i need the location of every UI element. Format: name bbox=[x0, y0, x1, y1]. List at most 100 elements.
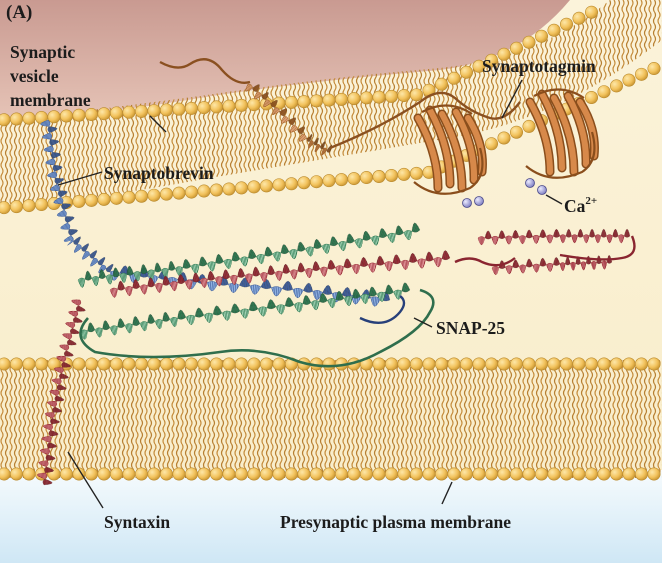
synaptotagmin-tm-helix bbox=[245, 83, 333, 157]
synaptotagmin-c2b-domain bbox=[525, 88, 599, 179]
lipid-head bbox=[497, 47, 511, 61]
lipid-head bbox=[447, 467, 461, 481]
lipid-head bbox=[0, 357, 11, 371]
snap25-label: SNAP-25 bbox=[436, 318, 505, 338]
lipid-head bbox=[222, 467, 236, 481]
lipid-head bbox=[609, 467, 623, 481]
lipid-head bbox=[347, 467, 361, 481]
lipid-head bbox=[147, 104, 161, 118]
lipid-head bbox=[197, 101, 211, 115]
vesicle-membrane-label-1: Synaptic bbox=[10, 42, 75, 62]
lipid-head bbox=[47, 110, 61, 124]
lipid-head bbox=[210, 357, 224, 371]
calcium-leader bbox=[545, 194, 563, 205]
lipid-head bbox=[622, 467, 636, 481]
lipid-head bbox=[597, 467, 611, 481]
lipid-head bbox=[0, 113, 11, 127]
lipid-head bbox=[397, 167, 411, 181]
lipid-head bbox=[110, 191, 124, 205]
lipid-head bbox=[459, 467, 473, 481]
lipid-head bbox=[497, 357, 511, 371]
snare-helices bbox=[36, 119, 631, 486]
lipid-head bbox=[497, 131, 511, 145]
lipid-head bbox=[559, 357, 573, 371]
lipid-head bbox=[284, 95, 298, 109]
calcium-ion bbox=[474, 196, 484, 206]
lipid-head bbox=[10, 112, 23, 126]
lipid-head bbox=[160, 187, 174, 201]
lipid-head bbox=[160, 467, 174, 481]
lipid-head bbox=[459, 65, 473, 79]
lipid-head bbox=[222, 182, 236, 196]
syntaxin-habc-linker bbox=[559, 235, 636, 261]
calcium-label: Ca2+ bbox=[564, 195, 597, 216]
lipid-head bbox=[10, 357, 23, 371]
lipid-head bbox=[97, 357, 111, 371]
lipid-head bbox=[384, 357, 398, 371]
lipid-head bbox=[297, 467, 311, 481]
vesicle-membrane-label-2: vesicle bbox=[10, 66, 59, 86]
lipid-head bbox=[509, 467, 523, 481]
snap25-helix-1 bbox=[77, 222, 421, 289]
synaptobrevin-tail bbox=[359, 295, 406, 324]
lipid-head bbox=[334, 92, 348, 106]
lipid-head bbox=[422, 357, 436, 371]
lipid-head bbox=[22, 199, 36, 213]
lipid-head bbox=[509, 41, 523, 55]
lipid-head bbox=[235, 181, 249, 195]
lipid-head bbox=[185, 185, 199, 199]
syntaxin-habc-helix-1 bbox=[477, 228, 631, 246]
lipid-head bbox=[634, 357, 648, 371]
vesicle-lumen bbox=[0, 0, 570, 120]
lipid-head bbox=[85, 467, 99, 481]
lipid-head bbox=[22, 357, 36, 371]
snap25-helix-2 bbox=[79, 282, 411, 340]
lipid-head bbox=[247, 467, 261, 481]
lipid-head bbox=[259, 357, 273, 371]
lipid-head bbox=[409, 88, 423, 102]
lipid-head bbox=[210, 183, 224, 197]
lipid-head bbox=[185, 101, 199, 115]
lipid-head bbox=[272, 357, 286, 371]
lipid-head bbox=[85, 107, 99, 121]
lipid-head bbox=[409, 467, 423, 481]
lipid-head bbox=[384, 467, 398, 481]
synaptobrevin-leader bbox=[57, 171, 103, 186]
lipid-head bbox=[484, 357, 498, 371]
lipid-head bbox=[322, 174, 336, 188]
lipid-head bbox=[72, 194, 86, 208]
lipid-head bbox=[309, 467, 323, 481]
lipid-head bbox=[347, 92, 361, 106]
lipid-head bbox=[472, 467, 486, 481]
lipid-head bbox=[59, 467, 73, 481]
lipid-head bbox=[372, 357, 386, 371]
lipid-head bbox=[85, 357, 99, 371]
lipid-head bbox=[160, 357, 174, 371]
lipid-head bbox=[547, 357, 561, 371]
lipid-head bbox=[34, 198, 48, 212]
lipid-head bbox=[147, 357, 161, 371]
lipid-head bbox=[210, 100, 224, 114]
lipid-head bbox=[634, 67, 648, 81]
lipid-head bbox=[185, 467, 199, 481]
syntaxin-label: Syntaxin bbox=[104, 512, 170, 532]
lipid-head bbox=[609, 357, 623, 371]
lipid-head bbox=[235, 357, 249, 371]
lipid-head bbox=[172, 186, 186, 200]
synaptotagmin-label: Synaptotagmin bbox=[482, 56, 596, 76]
lipid-head bbox=[247, 180, 261, 194]
lipid-head bbox=[22, 111, 36, 125]
calcium-ion bbox=[525, 178, 535, 188]
lipid-head bbox=[347, 172, 361, 186]
lipid-head bbox=[509, 357, 523, 371]
lipid-head bbox=[110, 357, 124, 371]
lipid-head bbox=[472, 59, 486, 73]
lipid-head bbox=[484, 137, 498, 151]
lipid-head bbox=[97, 192, 111, 206]
lipid-head bbox=[97, 107, 111, 121]
snap25-linker bbox=[79, 288, 435, 368]
lipid-head bbox=[409, 166, 423, 180]
synaptotagmin-c2a-domain bbox=[413, 104, 487, 195]
lipid-head bbox=[135, 467, 149, 481]
syntaxin-helix bbox=[109, 249, 451, 299]
